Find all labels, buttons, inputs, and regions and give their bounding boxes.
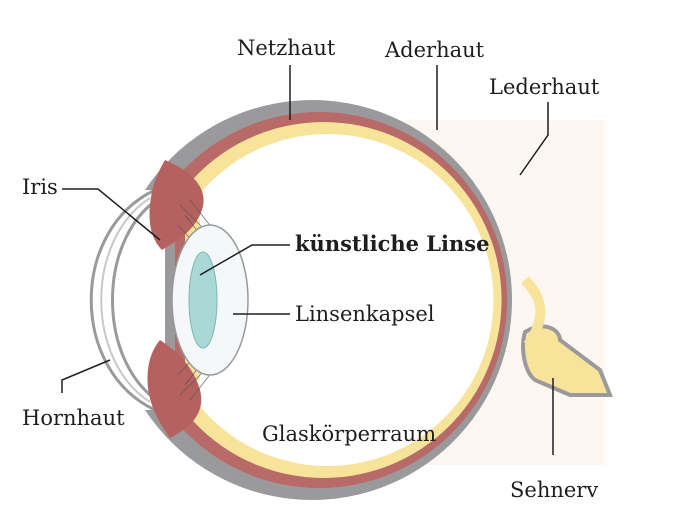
label-linsenkapsel: Linsenkapsel xyxy=(295,302,435,326)
label-hornhaut: Hornhaut xyxy=(22,406,125,430)
label-lederhaut: Lederhaut xyxy=(489,75,600,99)
label-sehnerv: Sehnerv xyxy=(510,478,598,502)
label-aderhaut: Aderhaut xyxy=(384,38,485,62)
artificial-lens xyxy=(189,252,217,348)
label-glaskoerperraum: Glaskörperraum xyxy=(262,422,436,446)
label-netzhaut: Netzhaut xyxy=(237,36,336,60)
leader-hornhaut xyxy=(62,360,110,393)
label-kuenstliche-linse: künstliche Linse xyxy=(295,231,490,256)
label-iris: Iris xyxy=(22,175,58,199)
